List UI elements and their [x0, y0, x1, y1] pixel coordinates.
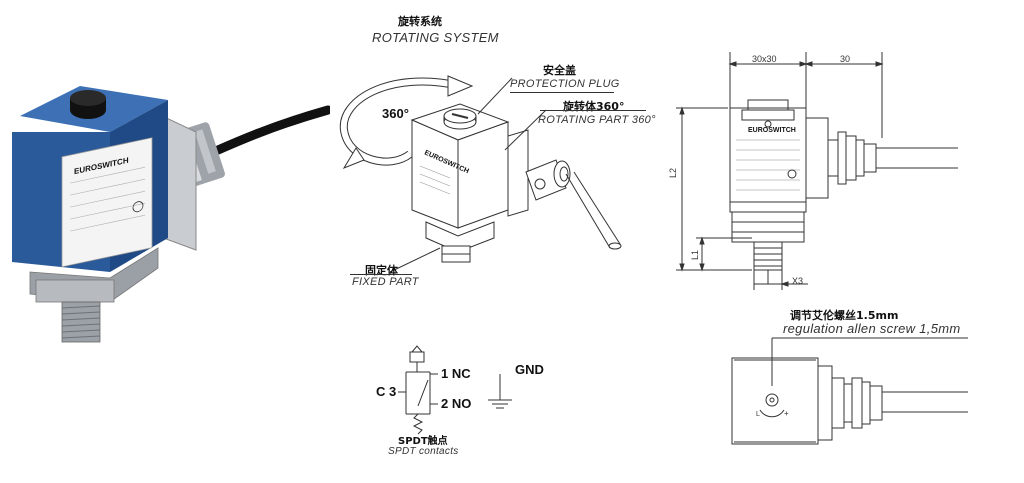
fixed-part-rule: [350, 274, 412, 275]
circuit-c3: C 3: [376, 384, 397, 399]
rotating-part-rule: [540, 110, 646, 111]
fixed-part-cn: 固定体: [365, 264, 398, 277]
dim-l2: L2: [668, 167, 678, 178]
product-label: [61, 137, 153, 268]
circuit-nc: 1 NC: [441, 366, 471, 381]
circuit-gnd: GND: [515, 362, 544, 377]
spdt-en: SPDT contacts: [388, 446, 459, 457]
regulation-cn: 调节艾伦螺丝1.5mm: [790, 309, 899, 322]
rotating-system-en: ROTATING SYSTEM: [372, 30, 499, 45]
rotating-part-en: ROTATING PART 360°: [538, 114, 656, 126]
allen-screw: [765, 393, 779, 407]
protection-plug-cn: 安全盖: [543, 64, 576, 77]
dim-30: 30: [840, 54, 851, 64]
cube-side: [457, 121, 509, 229]
regulation-en: regulation allen screw 1,5mm: [783, 321, 961, 336]
threaded-fitting: [61, 301, 101, 343]
isometric-drawing: EUROSWITCH: [339, 75, 622, 273]
top-housing: [731, 357, 819, 445]
circuit-no: 2 NO: [441, 396, 472, 411]
rotating-system-cn: 旋转系统: [398, 15, 442, 28]
front-housing: [729, 107, 807, 203]
svg-text:L: L: [756, 411, 760, 418]
protection-plug-rule: [510, 92, 614, 93]
product-photo: EUROSWITCH: [12, 86, 330, 343]
spdt-cn: SPDT触点: [398, 436, 448, 447]
front-view-drawing: EUROSWITCH: [676, 52, 958, 290]
dim-x3: X3: [792, 276, 804, 286]
rotating-part-cn: 旋转体360°: [563, 100, 625, 113]
protection-plug-en: PROTECTION PLUG: [510, 78, 620, 90]
rotation-angle: 360°: [382, 106, 409, 121]
fixed-part-en: FIXED PART: [352, 276, 419, 288]
top-view-drawing: L +: [731, 337, 968, 445]
svg-text:+: +: [784, 409, 789, 418]
svg-text:EUROSWITCH: EUROSWITCH: [748, 127, 796, 134]
side-box: [507, 129, 529, 217]
circuit-symbol: [398, 345, 512, 435]
cable: [195, 105, 330, 163]
dim-l1: L1: [690, 249, 700, 260]
dim-30x30: 30x30: [752, 54, 777, 64]
